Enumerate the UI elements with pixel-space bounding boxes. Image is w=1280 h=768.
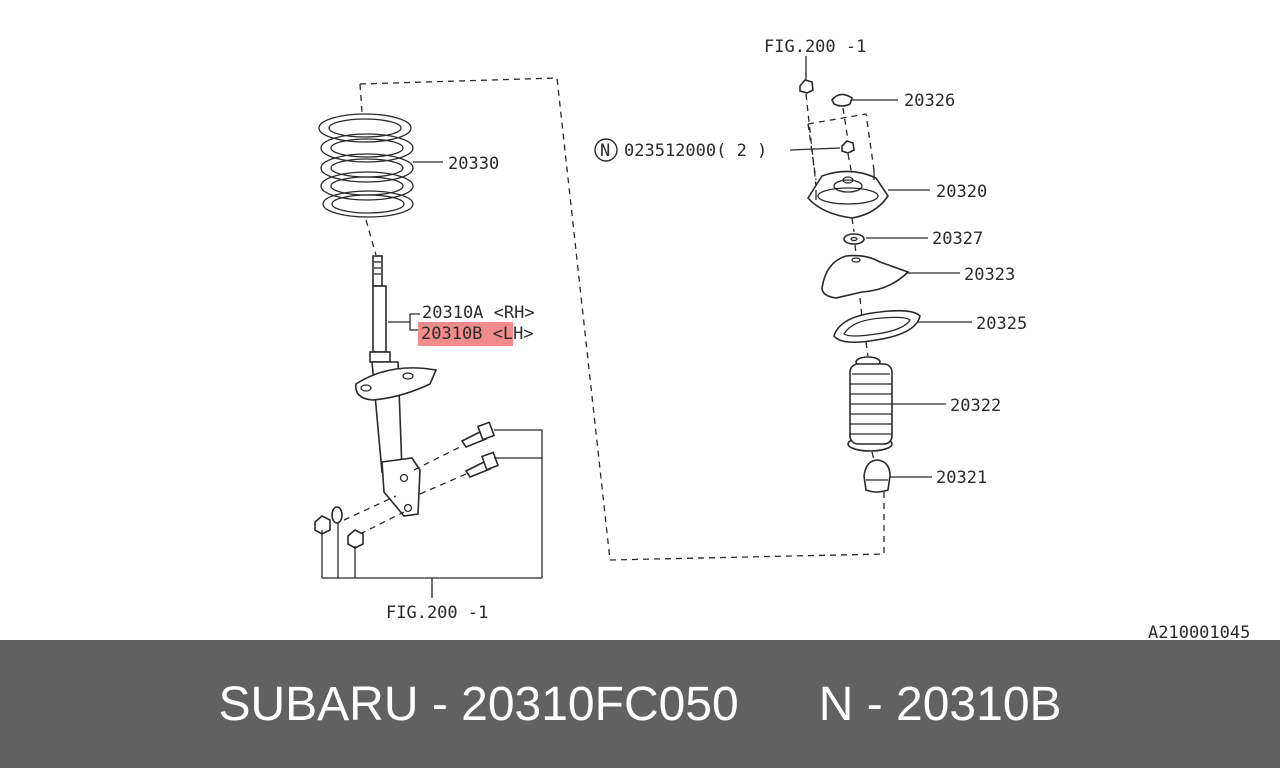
- spring-insulator-20325: [833, 309, 921, 344]
- coil-spring: [318, 113, 414, 218]
- label-20323: 20323: [964, 265, 1015, 285]
- washer: [331, 506, 343, 524]
- part-number-footer: SUBARU - 20310FC050 N - 20310B: [0, 640, 1280, 768]
- fig-reference-bottom: FIG.200 -1: [386, 603, 488, 623]
- bolt-upper: [460, 421, 496, 448]
- reference-number: N - 20310B: [818, 677, 1062, 731]
- label-20327: 20327: [932, 229, 983, 249]
- bolt-lower: [464, 451, 500, 478]
- spring-seat-20323: [821, 254, 910, 299]
- part-highlight: [418, 322, 513, 346]
- brand-part-number: SUBARU - 20310FC050: [218, 677, 739, 731]
- fig-reference-top: FIG.200 -1: [764, 37, 866, 57]
- label-20326: 20326: [904, 91, 955, 111]
- strut-assembly: [355, 219, 438, 517]
- dust-boot-20322: [847, 356, 893, 452]
- label-20325: 20325: [976, 314, 1027, 334]
- n-circle-badge: N: [594, 138, 618, 162]
- nut-left: [314, 515, 331, 535]
- nut-023512000: [841, 140, 855, 154]
- footer-gap: [739, 677, 819, 732]
- label-023512000: 023512000( 2 ): [624, 141, 767, 161]
- label-20322: 20322: [950, 396, 1001, 416]
- label-20310b: 20310B <LH>: [421, 324, 534, 344]
- label-20310a: 20310A <RH>: [422, 303, 535, 323]
- drawing-code: A210001045: [1148, 623, 1250, 640]
- label-20321: 20321: [936, 468, 987, 488]
- strut-mount-20320: [807, 170, 889, 219]
- parts-diagram: N: [314, 37, 1250, 640]
- washer-20327: [843, 233, 865, 245]
- label-20330: 20330: [448, 154, 499, 174]
- top-nut: [799, 79, 814, 94]
- cap-20326: [831, 93, 853, 107]
- label-20320: 20320: [936, 182, 987, 202]
- nut-right: [347, 529, 364, 549]
- n-circle-label: N: [600, 141, 610, 161]
- bump-stop-20321: [863, 459, 891, 493]
